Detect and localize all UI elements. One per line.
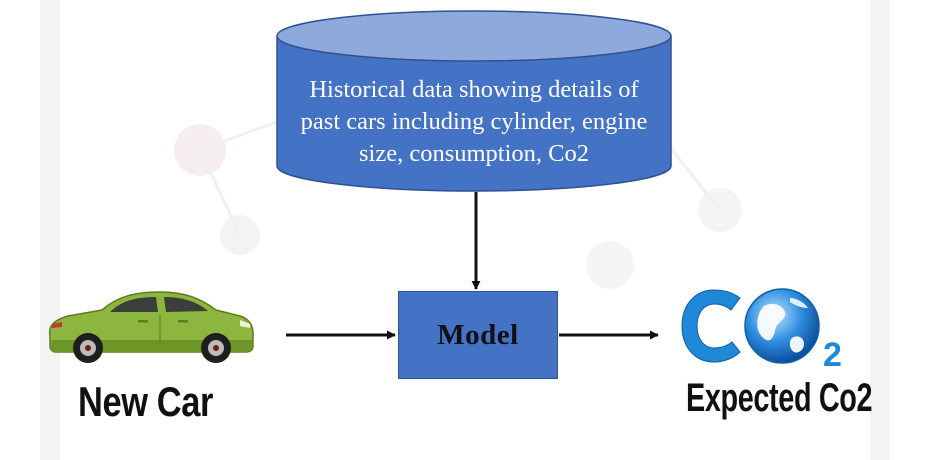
database-description: Historical data showing details of past … bbox=[300, 76, 648, 167]
model-box: Model bbox=[398, 291, 558, 379]
car-icon bbox=[48, 291, 254, 363]
co2-globe-icon: 2 bbox=[681, 288, 842, 370]
svg-text:2: 2 bbox=[823, 336, 842, 370]
expected-co2-label: Expected Co2 bbox=[686, 376, 873, 420]
model-label: Model bbox=[437, 318, 519, 351]
new-car-label: New Car bbox=[78, 378, 213, 425]
database-cylinder bbox=[276, 10, 672, 192]
